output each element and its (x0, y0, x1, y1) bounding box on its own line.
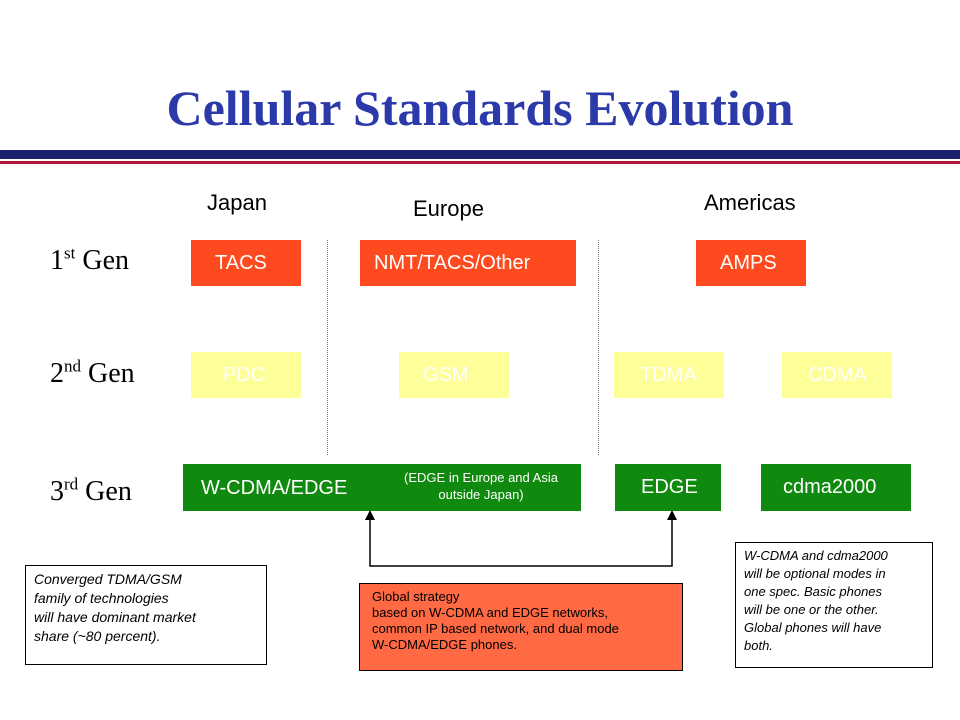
note-global-strategy: Global strategy based on W-CDMA and EDGE… (359, 583, 683, 671)
box-tdma: TDMA (614, 352, 724, 398)
wcdma-edge-label: W-CDMA/EDGE (201, 477, 348, 499)
box-amps: AMPS (696, 240, 806, 286)
gen-label-first: 1st Gen (50, 243, 129, 276)
gen-label-second: 2nd Gen (50, 356, 135, 389)
note-converged: Converged TDMA/GSM family of technologie… (25, 565, 267, 665)
box-edge: EDGE (615, 464, 721, 511)
box-tacs: TACS (191, 240, 301, 286)
box-cdma2000: cdma2000 (761, 464, 911, 511)
box-pdc: PDC (191, 352, 301, 398)
region-europe: Europe (413, 196, 484, 221)
title-rule-navy (0, 150, 960, 159)
separator-japan-europe (327, 240, 328, 455)
page-title: Cellular Standards Evolution (166, 80, 794, 136)
box-gsm: GSM (399, 352, 509, 398)
separator-europe-americas (598, 240, 599, 455)
title-rule-red (0, 161, 960, 164)
box-wcdma-edge: W-CDMA/EDGE (EDGE in Europe and Asia out… (183, 464, 581, 511)
wcdma-edge-note: (EDGE in Europe and Asia outside Japan) (404, 470, 558, 502)
region-americas: Americas (704, 190, 796, 215)
box-cdma: CDMA (782, 352, 892, 398)
note-optional-modes: W-CDMA and cdma2000 will be optional mod… (735, 542, 933, 668)
gen-label-third: 3rd Gen (50, 474, 132, 507)
box-nmt-tacs-other: NMT/TACS/Other (360, 240, 576, 286)
region-japan: Japan (207, 190, 267, 215)
